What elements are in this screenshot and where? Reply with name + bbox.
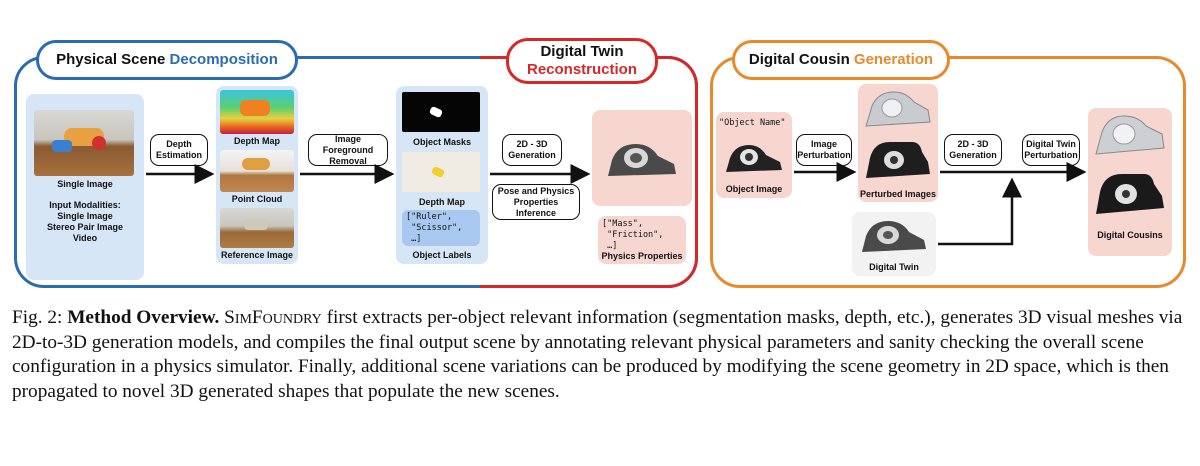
point-cloud-image (220, 150, 294, 192)
caption-bold-title: Method Overview. (67, 307, 220, 328)
image-perturbation-box: Image Perturbation (796, 134, 852, 166)
twin-perturbation-box: Digital Twin Perturbation (1022, 134, 1080, 166)
perturbed-images-label: Perturbed Images (859, 189, 937, 199)
reconstruction-title-b: Reconstruction (526, 61, 637, 78)
digital-twin-image (858, 216, 930, 258)
object-image-label: Object Image (725, 184, 783, 194)
object-masks-label: Object Masks (412, 137, 472, 147)
cousin-title: Digital Cousin Generation (732, 40, 950, 80)
modality-item: Video (72, 233, 98, 243)
single-image-photo (34, 110, 134, 176)
modality-item: Single Image (57, 211, 113, 221)
cousin-title-b: Generation (853, 51, 934, 68)
foreground-removal-box: Image Foreground Removal (308, 134, 388, 166)
caption-system-name: SimFoundry (224, 307, 322, 328)
object-name-code: "Object Name" (719, 118, 786, 128)
object-labels-code-box (402, 210, 480, 246)
object-masks-image (402, 92, 480, 132)
depth-map-image (220, 90, 294, 134)
caption-text: first extracts per-object relevant infor… (12, 307, 1183, 402)
caption-fig-label: Fig. 2: (12, 307, 68, 328)
gen-2d3d-box-a: 2D - 3D Generation (502, 134, 562, 166)
perturbed-image-clear (864, 88, 932, 132)
arrow (938, 177, 1022, 246)
modalities-title: Input Modalities: (49, 200, 121, 210)
single-image-label: Single Image (57, 179, 113, 189)
mask-depth-label: Depth Map (419, 197, 465, 207)
decomposition-title: Physical Scene Decomposition (36, 40, 298, 80)
digital-cousin-clear (1094, 112, 1166, 160)
perturbed-image-dark (864, 138, 932, 184)
physics-properties-panel (598, 216, 686, 264)
tape-dispenser-twin (604, 138, 680, 182)
object-labels-label: Object Labels (412, 250, 472, 260)
reconstruction-title: Digital Twin Reconstruction (506, 38, 658, 84)
gen-2d3d-box-b: 2D - 3D Generation (944, 134, 1002, 166)
flow-arrows (146, 162, 1087, 246)
cousin-title-a: Digital Cousin (748, 51, 854, 68)
mask-depth-image (402, 152, 480, 192)
object-labels-code: ["Ruler", "Scissor", …] (406, 212, 463, 244)
reconstruction-title-a: Digital Twin (540, 43, 624, 60)
depth-estimation-box: Depth Estimation (150, 134, 208, 166)
reference-image-label: Reference Image (220, 250, 294, 260)
modality-item: Stereo Pair Image (46, 222, 124, 232)
reference-image (220, 208, 294, 248)
digital-cousin-dark (1094, 170, 1166, 220)
physics-properties-label: Physics Properties (601, 251, 683, 261)
decomposition-title-b: Decomposition (169, 51, 278, 68)
physics-code: ["Mass", "Friction", …] (602, 219, 664, 251)
pose-physics-box: Pose and Physics Properties Inference (492, 184, 580, 220)
digital-cousins-label: Digital Cousins (1097, 230, 1163, 240)
figure-caption: Fig. 2: Method Overview. SimFoundry firs… (12, 306, 1188, 404)
digital-twin-label: Digital Twin (869, 262, 919, 272)
decomposition-title-a: Physical Scene (56, 51, 170, 68)
depth-map-label: Depth Map (234, 136, 280, 146)
point-cloud-label: Point Cloud (231, 194, 283, 204)
object-image (724, 140, 784, 178)
